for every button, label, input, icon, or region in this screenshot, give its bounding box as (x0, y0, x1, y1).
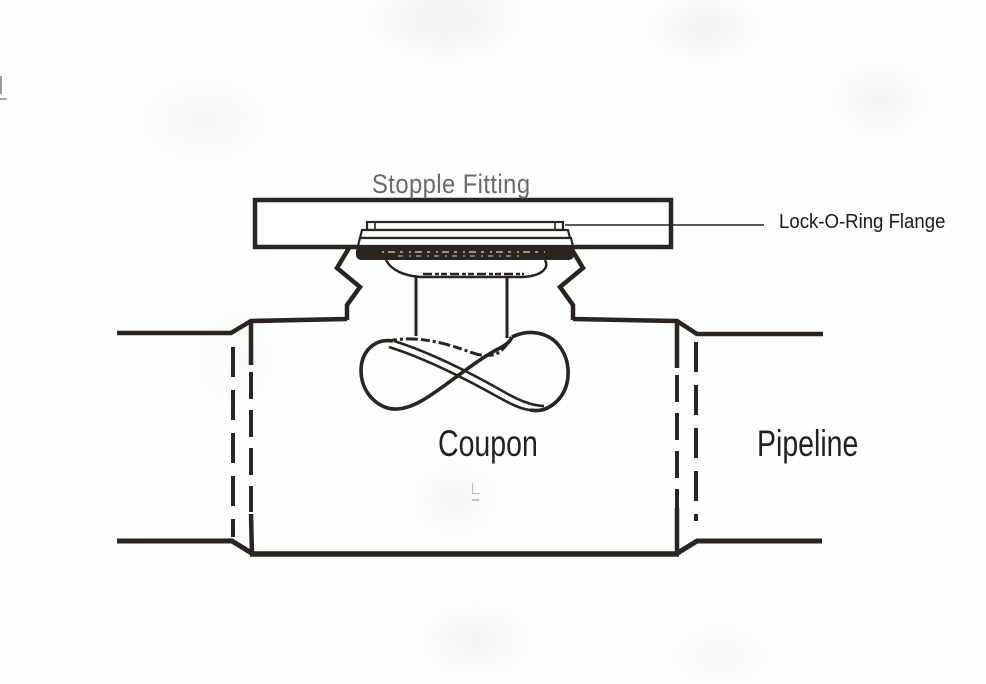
coupon-left-lobe (359, 336, 514, 411)
lock-o-ring-flange-label: Lock-O-Ring Flange (779, 211, 946, 233)
coupon-band-upper-edge (393, 339, 545, 408)
tee-left-edge-bottom (248, 513, 255, 556)
branch-neck-right-profile (556, 246, 586, 320)
lock-o-ring-ring-lower (356, 236, 575, 248)
pipe-top-left-line (117, 316, 348, 336)
coupon-right-lobe (511, 330, 570, 413)
lock-o-ring-seal-ring (356, 246, 574, 260)
crop-mark-center (472, 483, 480, 501)
crop-mark-left-edge (0, 76, 9, 100)
pipe-bottom-right-line (674, 538, 822, 557)
stopple-fitting-label: Stopple Fitting (372, 169, 531, 199)
pipeline-label: Pipeline (757, 423, 859, 464)
coupon-far-edge-rough (387, 336, 513, 357)
coupon-label: Coupon (438, 423, 538, 464)
pipe-bottom-left-line (117, 538, 255, 557)
pipe-top-right-line (572, 316, 823, 337)
lock-o-ring-ring-upper (358, 228, 572, 240)
coupon-band-lower-edge (388, 345, 531, 412)
lock-o-ring-top-plate (365, 220, 565, 232)
branch-neck-left-profile (334, 246, 364, 320)
